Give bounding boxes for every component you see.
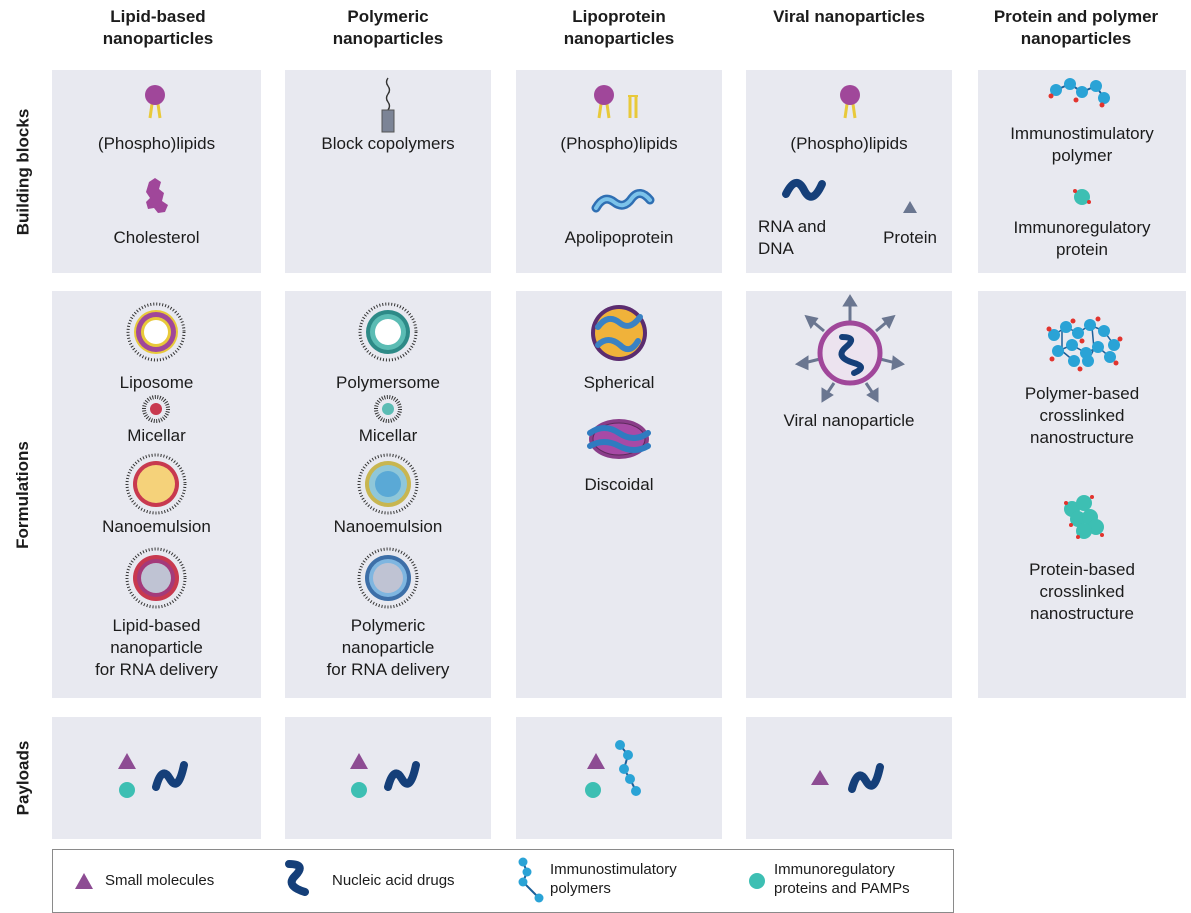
- label-polymeric-rna-nanoparticle: Polymeric nanoparticle for RNA delivery: [326, 616, 450, 679]
- small-molecule-icon: [118, 753, 136, 769]
- label-spherical: Spherical: [583, 373, 655, 392]
- block-copolymer-icon: [381, 77, 395, 133]
- polymeric-rna-nanoparticle-icon: [357, 547, 419, 609]
- label-polymer-crosslinked-nanostructure: Polymer-based crosslinked nanostructure: [1024, 384, 1140, 447]
- nanoemulsion-icon: [357, 453, 419, 515]
- immunoregulatory-protein-icon: [119, 782, 135, 798]
- payload-icons: [118, 753, 188, 798]
- panel-payloads-viral: [746, 717, 952, 839]
- panel-building-blocks-lipoprotein: (Phospho)lipids Apolipoprotein: [516, 70, 722, 273]
- label-phospholipids: (Phospho)lipids: [97, 134, 216, 153]
- nucleic-acid-icon: [152, 761, 188, 791]
- lipid-tails-icon: [628, 95, 638, 118]
- panel-formulations-viral: Viral nanoparticle: [746, 291, 952, 698]
- label-micellar: Micellar: [127, 426, 186, 445]
- small-molecule-icon: [350, 753, 368, 769]
- legend-immunoregulatory-proteins: Immunoregulatory proteins and PAMPs: [774, 861, 910, 897]
- polymersome-icon: [358, 302, 418, 362]
- liposome-icon: [126, 302, 186, 362]
- immunoregulatory-protein-icon: [585, 782, 601, 798]
- small-molecule-icon: [587, 753, 605, 769]
- panel-payloads-lipoprotein: [516, 717, 722, 839]
- payload-icons: [350, 753, 420, 798]
- label-viral-nanoparticle: Viral nanoparticle: [783, 411, 915, 430]
- label-nanoemulsion: Nanoemulsion: [102, 517, 211, 536]
- label-nanoemulsion: Nanoemulsion: [333, 517, 443, 536]
- label-liposome: Liposome: [119, 373, 194, 392]
- immunostimulatory-polymer-icon: [615, 740, 641, 796]
- nucleic-acid-icon: [848, 763, 884, 793]
- label-phospholipids: (Phospho)lipids: [560, 134, 678, 153]
- panel-building-blocks-viral: (Phospho)lipids RNA and DNA Protein: [746, 70, 952, 273]
- apolipoprotein-icon: [591, 189, 655, 213]
- label-block-copolymers: Block copolymers: [321, 134, 455, 153]
- label-polymersome: Polymersome: [336, 373, 440, 392]
- row-label-building-blocks: Building blocks: [13, 108, 32, 235]
- nucleic-acid-icon: [782, 179, 826, 201]
- payload-icons: [585, 740, 641, 798]
- immunostimulatory-polymer-icon: [518, 857, 544, 903]
- phospholipid-icon: [145, 85, 165, 119]
- phospholipid-icon: [594, 85, 614, 119]
- legend-icons: [75, 857, 765, 903]
- label-rna-dna: RNA and DNA: [758, 217, 827, 258]
- payload-icons: [811, 763, 884, 793]
- viral-nanoparticle-icon: [794, 294, 905, 403]
- micelle-icon: [374, 395, 402, 423]
- immunoregulatory-protein-icon: [1073, 189, 1091, 205]
- panel-formulations-protein-polymer: Polymer-based crosslinked nanostructure …: [978, 291, 1186, 698]
- lipid-rna-nanoparticle-icon: [125, 547, 187, 609]
- label-discoidal: Discoidal: [584, 475, 654, 494]
- nanoemulsion-icon: [125, 453, 187, 515]
- nucleic-acid-icon: [384, 761, 420, 791]
- label-protein: Protein: [883, 228, 937, 247]
- immunoregulatory-protein-icon: [351, 782, 367, 798]
- label-apolipoprotein: Apolipoprotein: [564, 228, 674, 247]
- column-title-viral: Viral nanoparticles: [773, 7, 925, 26]
- micelle-icon: [142, 395, 170, 423]
- legend-immunostimulatory-polymers: Immunostimulatory polymers: [550, 861, 677, 897]
- nucleic-acid-icon: [285, 860, 309, 896]
- panel-building-blocks-polymeric: Block copolymers: [285, 70, 491, 273]
- panel-formulations-polymeric: Polymersome Micellar Nanoemulsion Polyme…: [285, 291, 491, 698]
- panel-formulations-lipid: Liposome Micellar Nanoemulsion Lipid-bas…: [52, 291, 261, 698]
- panel-building-blocks-lipid: (Phospho)lipids Cholesterol: [52, 70, 261, 273]
- immunoregulatory-protein-icon: [749, 873, 765, 889]
- protein-triangle-icon: [903, 201, 917, 213]
- panel-payloads-lipid: [52, 717, 261, 839]
- polymer-crosslinked-nanostructure-icon: [1046, 316, 1123, 372]
- label-immunoregulatory-protein: Immunoregulatory protein: [1013, 218, 1151, 259]
- label-micellar: Micellar: [358, 426, 418, 445]
- label-phospholipids: (Phospho)lipids: [790, 134, 908, 153]
- label-cholesterol: Cholesterol: [113, 228, 200, 247]
- row-label-payloads: Payloads: [13, 740, 32, 816]
- discoidal-lipoprotein-icon: [587, 419, 651, 459]
- label-protein-crosslinked-nanostructure: Protein-based crosslinked nanostructure: [1029, 560, 1135, 623]
- legend: Small molecules Nucleic acid drugs Immun…: [52, 849, 954, 913]
- label-immunostimulatory-polymer: Immunostimulatory polymer: [1010, 124, 1154, 165]
- legend-small-molecules: Small molecules: [105, 872, 215, 889]
- spherical-lipoprotein-icon: [591, 305, 647, 361]
- row-label-formulations: Formulations: [13, 440, 33, 549]
- small-molecule-icon: [75, 873, 93, 889]
- immunostimulatory-polymer-icon: [1048, 78, 1110, 108]
- panel-building-blocks-protein-polymer: Immunostimulatory polymer Immunoregulato…: [978, 70, 1186, 273]
- legend-nucleic-acid-drugs: Nucleic acid drugs: [332, 872, 455, 889]
- panel-payloads-polymeric: [285, 717, 491, 839]
- label-lipid-rna-nanoparticle: Lipid-based nanoparticle for RNA deliver…: [95, 616, 218, 679]
- small-molecule-icon: [811, 770, 829, 785]
- protein-crosslinked-nanostructure-icon: [1064, 495, 1104, 539]
- panel-formulations-lipoprotein: Spherical Discoidal: [516, 291, 722, 698]
- phospholipid-icon: [840, 85, 860, 119]
